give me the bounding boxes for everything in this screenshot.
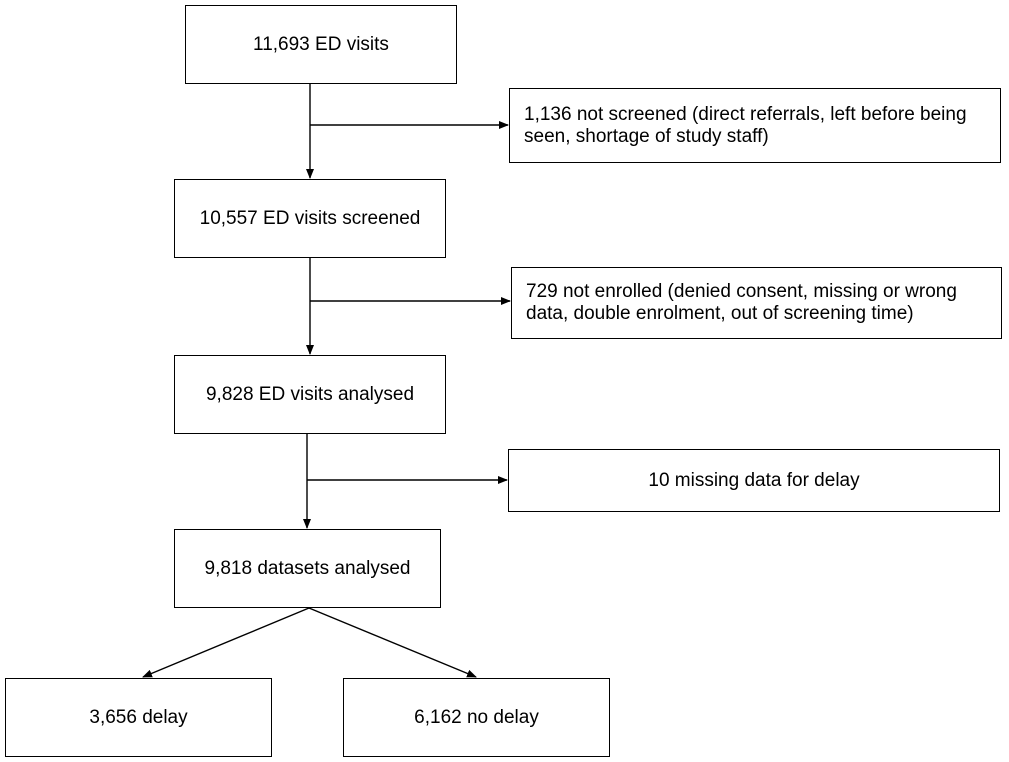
no-delay-box: 6,162 no delay	[343, 678, 610, 757]
delay-box: 3,656 delay	[5, 678, 272, 757]
not-screened-label: 1,136 not screened (direct referrals, le…	[524, 103, 967, 147]
not-enrolled-label: 729 not enrolled (denied consent, missin…	[526, 281, 957, 324]
missing-data-box: 10 missing data for delay	[508, 449, 1000, 512]
delay-label: 3,656 delay	[89, 706, 188, 728]
datasets-box: 9,818 datasets analysed	[174, 529, 441, 608]
arrow-to-delay	[142, 607, 310, 678]
analysed-box: 9,828 ED visits analysed	[174, 355, 446, 434]
not-enrolled-box: 729 not enrolled (denied consent, missin…	[511, 267, 1002, 339]
ed-visits-label: 11,693 ED visits	[253, 33, 389, 55]
analysed-label: 9,828 ED visits analysed	[205, 383, 415, 405]
screened-label: 10,557 ED visits screened	[199, 207, 421, 229]
datasets-label: 9,818 datasets analysed	[204, 557, 411, 579]
no-delay-label: 6,162 no delay	[414, 706, 539, 728]
not-screened-box: 1,136 not screened (direct referrals, le…	[509, 88, 1001, 163]
screened-box: 10,557 ED visits screened	[174, 179, 446, 258]
ed-visits-box: 11,693 ED visits	[185, 5, 457, 84]
missing-data-label: 10 missing data for delay	[648, 469, 860, 491]
arrow-to-no-delay	[308, 607, 477, 678]
